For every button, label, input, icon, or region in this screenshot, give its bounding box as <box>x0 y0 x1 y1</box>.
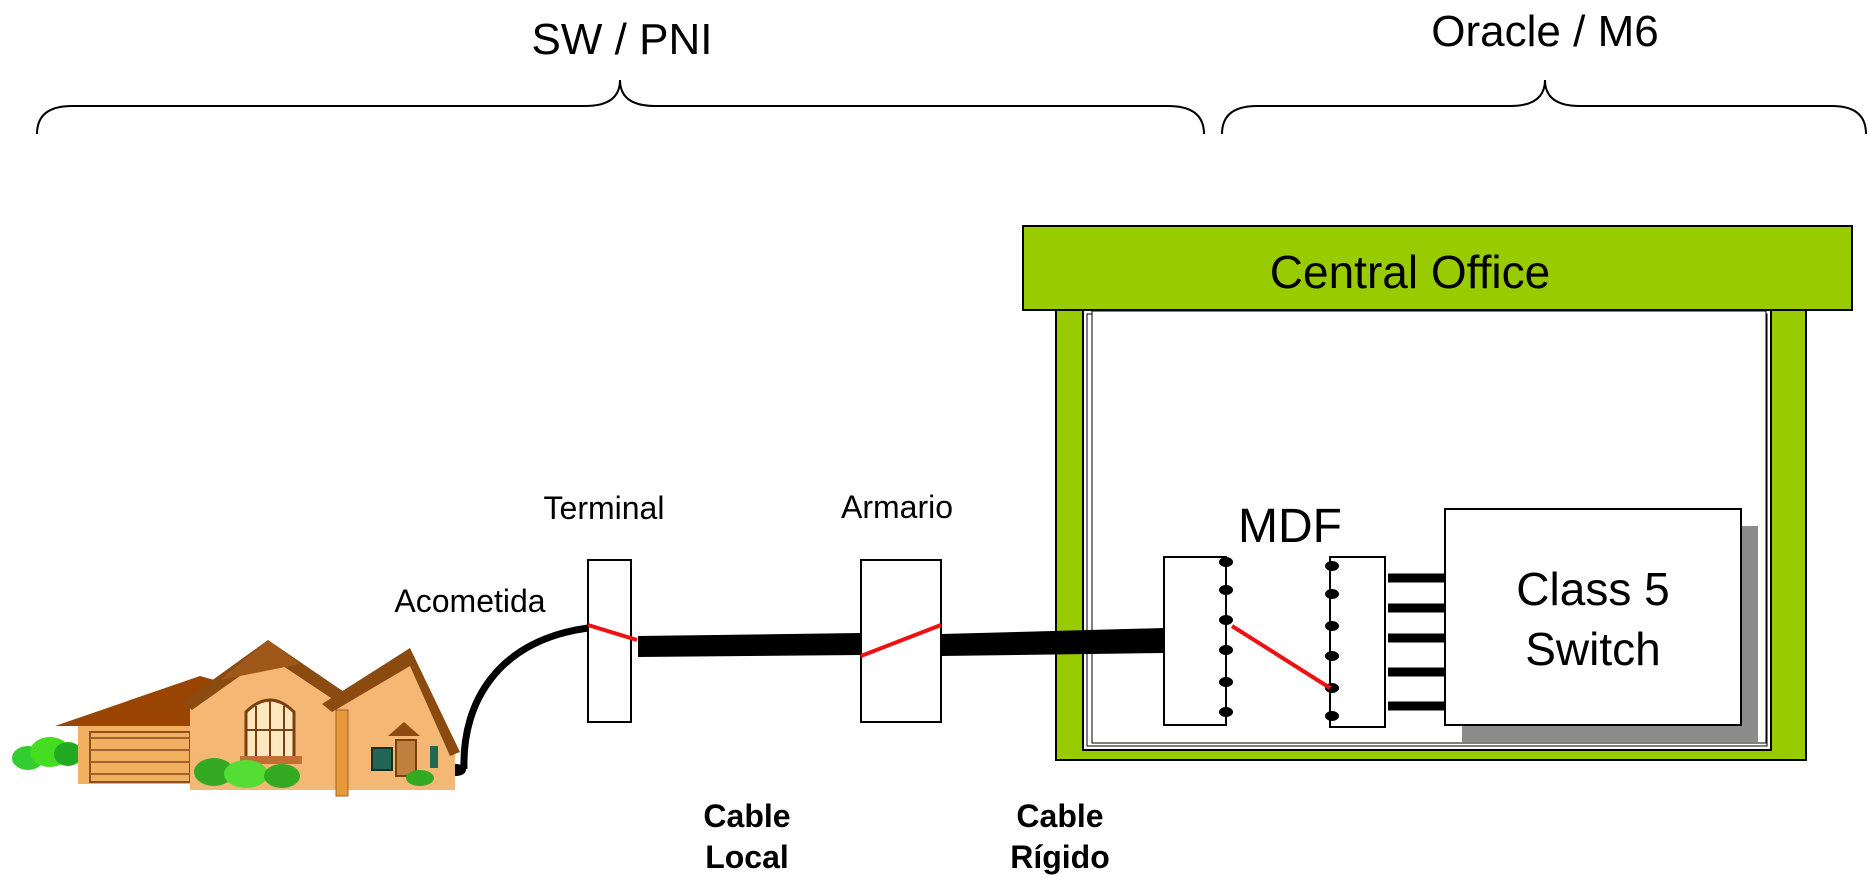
mdf-right-terminals <box>1325 561 1339 721</box>
acometida-cable <box>460 624 589 770</box>
central-office-label: Central Office <box>1270 246 1550 298</box>
mdf-jumper <box>1230 624 1332 690</box>
acometida-label: Acometida <box>394 583 545 619</box>
cable-rigido-label-1: Cable <box>1016 798 1103 834</box>
cable-local-label-1: Cable <box>703 798 790 834</box>
oracle-m6-brace <box>1221 79 1867 135</box>
mdf-right-block <box>1329 556 1386 728</box>
central-office-roof <box>1022 225 1853 311</box>
oracle-m6-label: Oracle / M6 <box>1431 7 1658 56</box>
cable-rigido-label-2: Rígido <box>1010 839 1110 875</box>
terminal-label: Terminal <box>544 490 665 526</box>
armario-cabinet: Armario <box>841 489 953 723</box>
mdf-label: MDF <box>1238 500 1342 553</box>
terminal-jumper <box>587 623 638 642</box>
mdf-left-terminals <box>1219 557 1233 717</box>
armario-label: Armario <box>841 489 953 525</box>
armario-jumper <box>860 623 942 658</box>
cable-local <box>638 633 861 657</box>
mdf-left-block <box>1163 556 1227 726</box>
sw-pni-label: SW / PNI <box>532 15 713 64</box>
class5-switch: Class 5 Switch <box>1444 508 1758 742</box>
class5-switch-label-2: Switch <box>1525 623 1660 675</box>
sw-pni-brace <box>36 79 1205 135</box>
class5-switch-box <box>1444 508 1742 726</box>
switch-trunks <box>1388 573 1445 711</box>
class5-switch-label-1: Class 5 <box>1516 563 1669 615</box>
cable-local-label-2: Local <box>705 839 789 875</box>
cable-rigido <box>941 628 1164 656</box>
terminal-box: Terminal <box>544 490 665 723</box>
house-icon <box>12 640 460 797</box>
